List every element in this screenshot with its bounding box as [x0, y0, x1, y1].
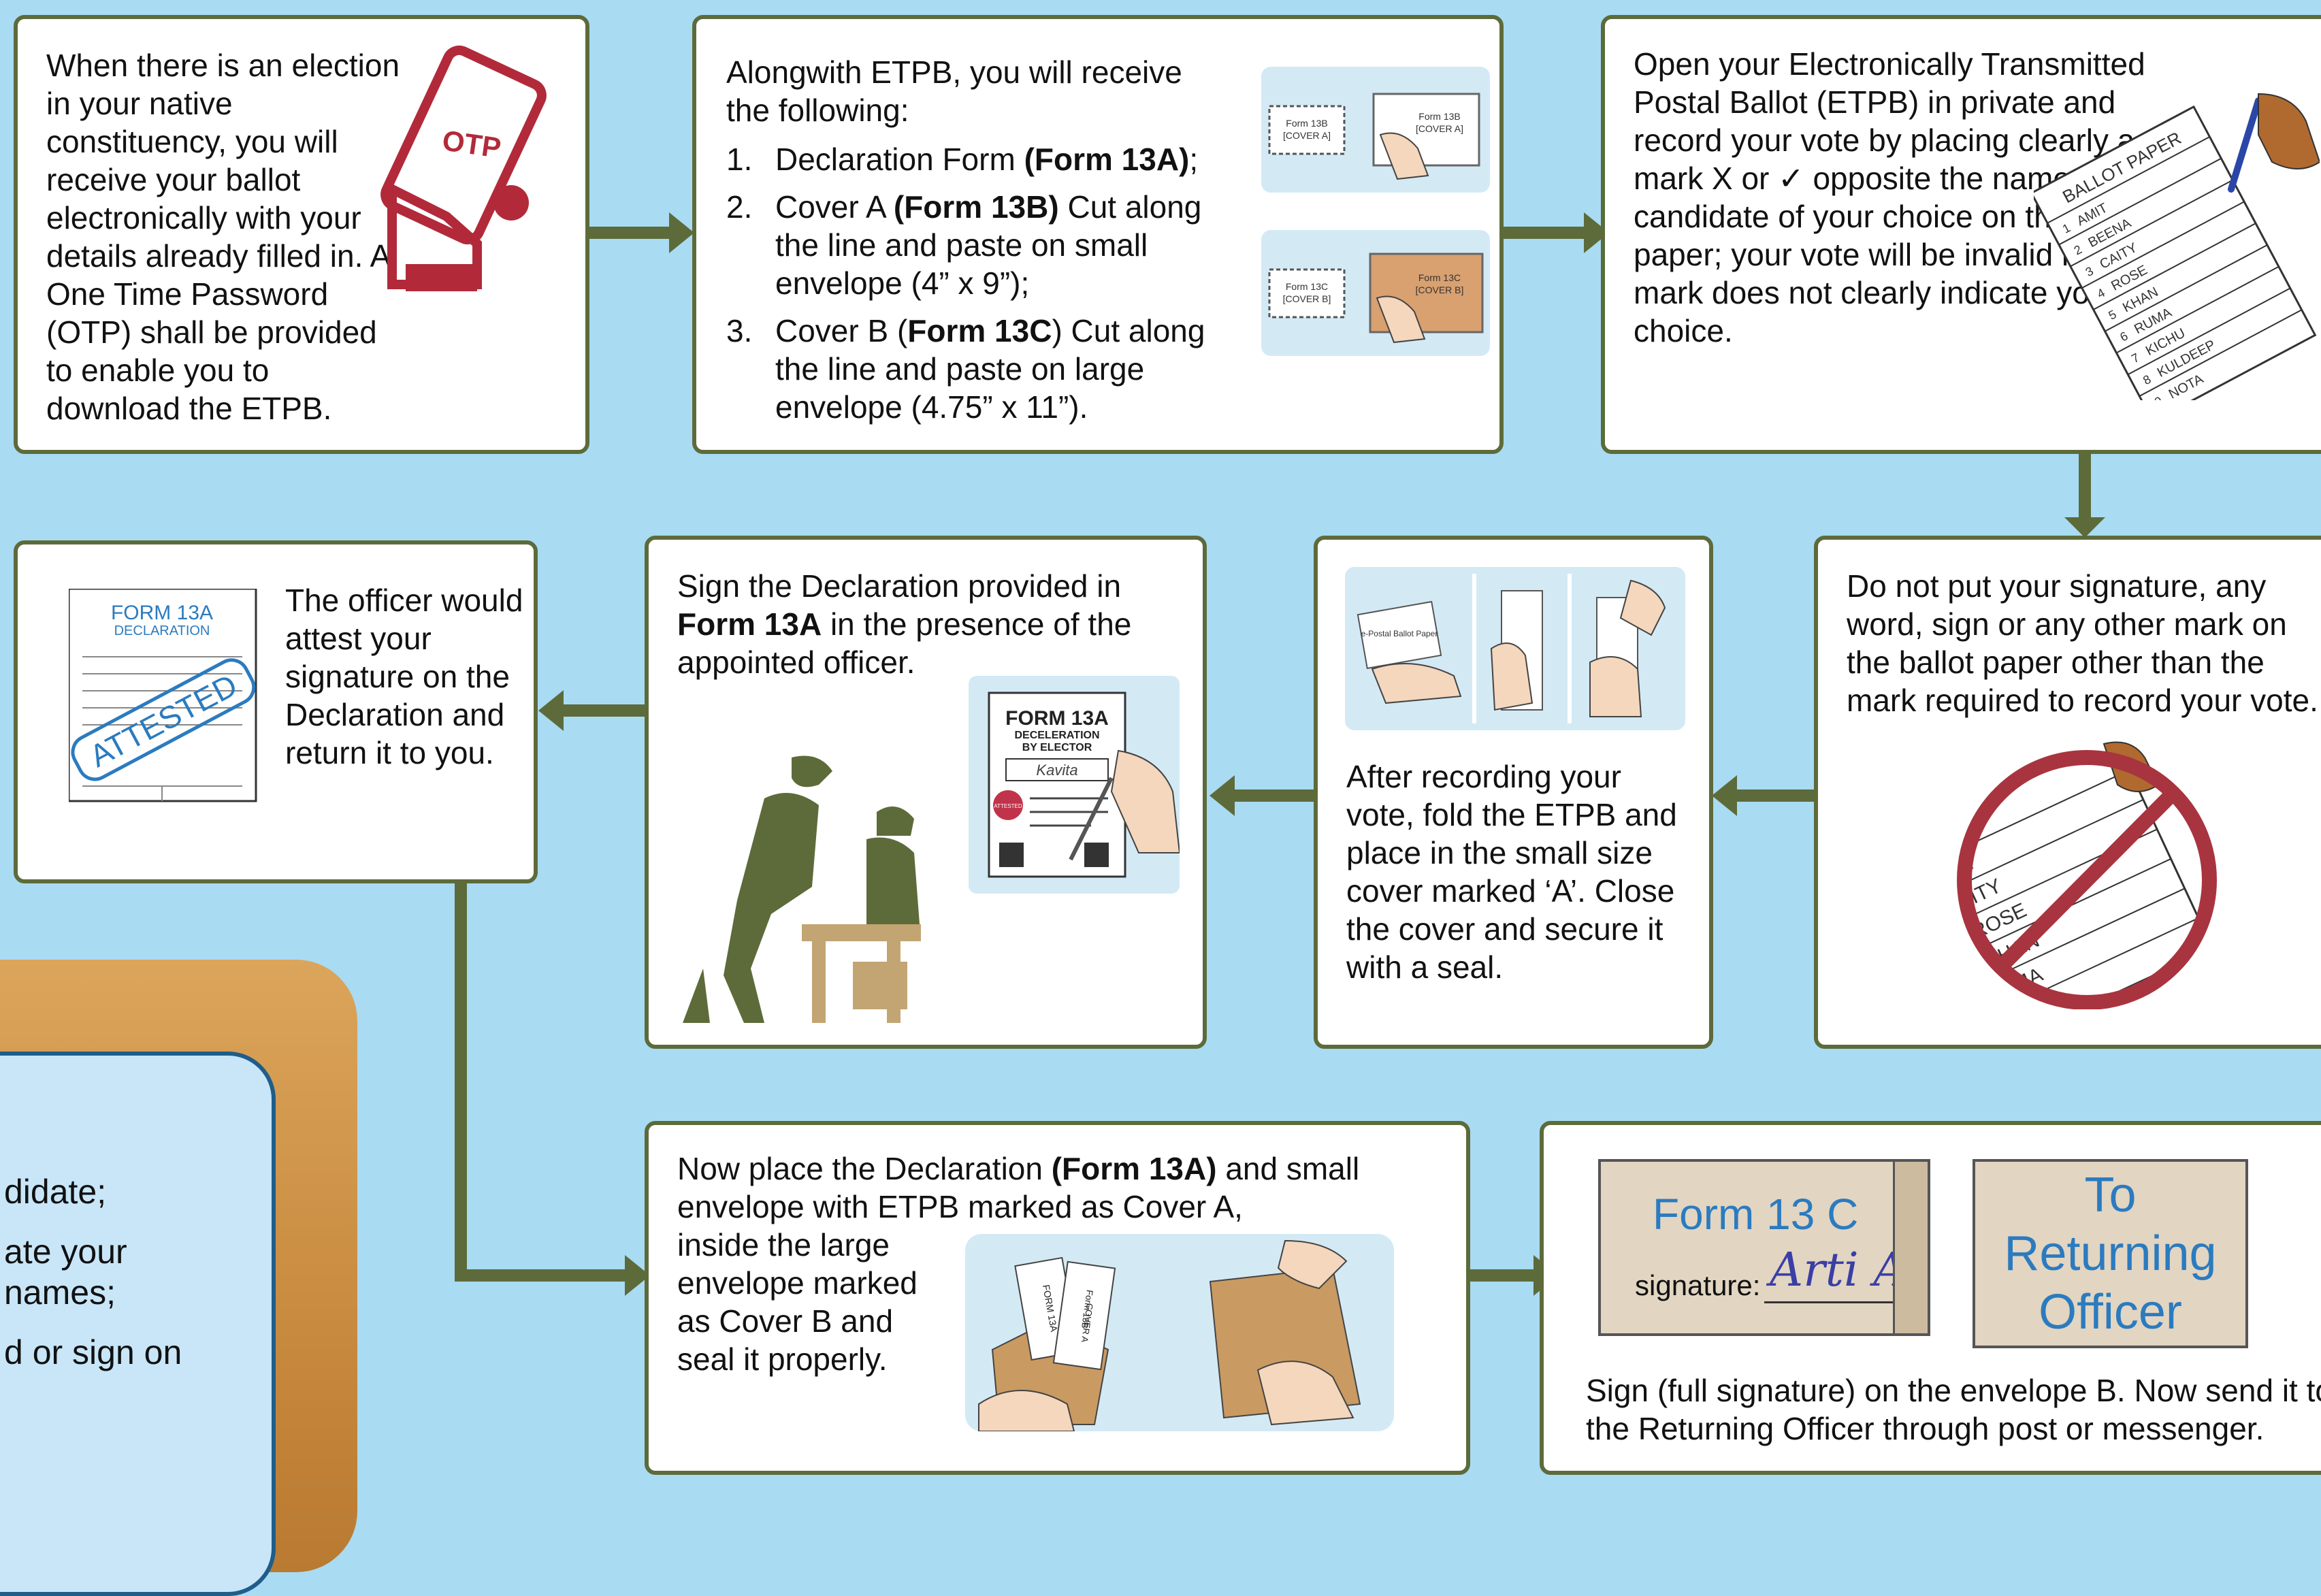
- signature: Kavita: [1036, 762, 1077, 779]
- form-title: FORM 13A: [1005, 707, 1109, 730]
- arrow-s7-s8: [455, 1269, 625, 1282]
- envelope-label: [COVER B]: [1416, 284, 1464, 295]
- step-8-text: Now place the Declaration (Form 13A) and…: [677, 1151, 1360, 1224]
- arrow-head: [1712, 775, 1737, 816]
- otp-phone-icon: OTP: [380, 45, 547, 291]
- arrow-s4-s5: [1737, 789, 1819, 802]
- list-item: 2.Cover A (Form 13B) Cut along the line …: [726, 189, 1202, 301]
- cover-b-illustration: Form 13C [COVER B] Form 13C [COVER B]: [1261, 230, 1490, 356]
- list-item: 3.Cover B (Form 13C) Cut along the line …: [726, 313, 1205, 425]
- officer-signing-illustration: [683, 755, 921, 1023]
- ballot-row-line: [2058, 157, 2222, 246]
- declaration-form-illustration: FORM 13A DECELERATION BY ELECTOR Kavita …: [969, 676, 1180, 894]
- ballot-row-line: [2127, 287, 2291, 376]
- signature-value: Arti A: [1770, 1243, 1907, 1297]
- step-8-box: Now place the Declaration (Form 13A) and…: [645, 1121, 1470, 1475]
- arrow-head: [1210, 775, 1235, 816]
- stamp-text: Form 13B: [1286, 118, 1327, 129]
- side-line: didate;: [4, 1173, 107, 1211]
- step-9-box: Form 13 C signature: Arti A To Returning…: [1540, 1121, 2321, 1475]
- step-5-text: After recording your vote, fold the ETPB…: [1346, 759, 1677, 985]
- cover-a-illustration: Form 13B [COVER A] Form 13B [COVER A]: [1261, 67, 1490, 193]
- envelope-label: [COVER A]: [1416, 123, 1463, 134]
- arrow-head: [669, 212, 694, 253]
- arrow-s2-s3: [1502, 227, 1584, 239]
- signature-label: signature:: [1635, 1269, 1761, 1301]
- fold-ballot-illustration: e-Postal Ballot Paper: [1345, 567, 1685, 730]
- returning-officer-label: To Returning Officer: [1973, 1159, 2248, 1348]
- step-2-box: Alongwith ETPB, you will receive the fol…: [692, 15, 1504, 454]
- ballot-row-line: [2139, 309, 2303, 397]
- envelope-label: e-Postal Ballot Paper: [1361, 629, 1438, 638]
- step-4-text: Do not put your signature, any word, sig…: [1847, 568, 2318, 718]
- ballot-row-line: [1987, 887, 2186, 981]
- ballot-row-line: [1964, 799, 2144, 893]
- ballot-row-line: [2093, 223, 2256, 310]
- envelope-label: Form 13C: [1418, 272, 1461, 283]
- arrow-s7-s8: [455, 880, 467, 1282]
- arrow-head: [2064, 517, 2105, 538]
- step-6-text: Sign the Declaration provided in Form 13…: [677, 568, 1132, 680]
- step-2-list: 1.Declaration Form (Form 13A); 2.Cover A…: [726, 140, 1230, 426]
- list-item: 1.Declaration Form (Form 13A);: [726, 142, 1199, 177]
- step-5-box: e-Postal Ballot Paper After recording yo…: [1314, 536, 1713, 1049]
- step-8-text-rest: inside the large envelope marked as Cove…: [677, 1227, 918, 1377]
- stamp-text: Form 13C: [1286, 281, 1328, 292]
- arrow-s6-s7: [564, 704, 645, 717]
- ballot-row-line: [2070, 179, 2233, 267]
- stamp-text: [COVER A]: [1283, 130, 1331, 141]
- side-line: d or sign on: [4, 1333, 182, 1371]
- arrow-s5-s6: [1235, 789, 1316, 802]
- form-subtitle: BY ELECTOR: [1022, 742, 1092, 753]
- arrow-s3-s4: [2079, 454, 2091, 521]
- step-1-box: When there is an election in your native…: [14, 15, 589, 454]
- ballot-row-line: [2047, 136, 2210, 224]
- envelope-b-front: Form 13 C signature: Arti A: [1598, 1159, 1930, 1336]
- arrow-s1-s2: [587, 227, 669, 239]
- envelope-label: Form 13B: [1418, 111, 1460, 122]
- prohibited-marking-illustration: NAAITYROSEKHANUMACHUDEEP: [1957, 741, 2217, 1009]
- side-panel: didate; ate your names; d or sign on: [0, 1052, 276, 1596]
- ballot-row-line: [2081, 201, 2245, 289]
- step-3-box: Open your Electronically Transmitted Pos…: [1601, 15, 2321, 454]
- ballot-row-line: [2105, 244, 2268, 332]
- step-7-text: The officer would attest your signature …: [285, 583, 523, 770]
- form-subtitle: DECLARATION: [114, 623, 210, 638]
- step-9-caption: Sign (full signature) on the envelope B.…: [1586, 1373, 2321, 1446]
- step-2-intro: Alongwith ETPB, you will receive the fol…: [726, 54, 1182, 128]
- step-4-box: Do not put your signature, any word, sig…: [1814, 536, 2321, 1049]
- arrow-s8-s9: [1465, 1269, 1533, 1282]
- form-title: FORM 13A: [111, 602, 213, 624]
- to-returning-officer: To Returning Officer: [2004, 1168, 2217, 1339]
- ballot-row-line: [2115, 265, 2279, 354]
- side-line: names;: [4, 1273, 116, 1312]
- ballot-row-number: 9: [2152, 394, 2164, 400]
- insert-envelope-illustration: FORM 13A Form 13B COVER A: [965, 1234, 1394, 1431]
- prohibit-icon: [1957, 750, 2217, 1009]
- attested-form-illustration: FORM 13A DECLARATION ATTESTED: [69, 589, 257, 802]
- form-subtitle: DECELERATION: [1014, 730, 1099, 741]
- otp-label: OTP: [440, 124, 503, 164]
- seal-text: ATTESTED: [994, 803, 1022, 809]
- step-1-text: When there is an election in your native…: [46, 48, 400, 426]
- side-line: ate your: [4, 1233, 127, 1271]
- step-6-box: Sign the Declaration provided in Form 13…: [645, 536, 1207, 1049]
- envelope-form-title: Form 13 C: [1653, 1190, 1859, 1239]
- arrow-head: [538, 690, 564, 731]
- stamp-text: [COVER B]: [1283, 293, 1331, 304]
- step-7-box: FORM 13A DECLARATION ATTESTED The office…: [14, 540, 538, 883]
